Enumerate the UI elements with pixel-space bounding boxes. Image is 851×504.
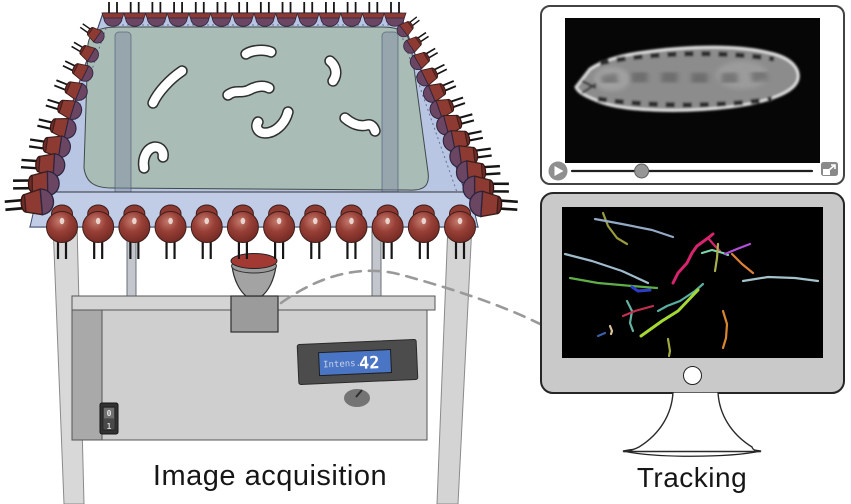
led-bulb [444,204,476,259]
fullscreen-button[interactable] [821,162,838,176]
led-bulb [318,2,342,27]
inner-rod-right [381,31,399,201]
caption-tracking: Tracking [636,462,748,493]
tracking-monitor [540,192,845,394]
led-bulb [20,152,66,178]
larvae-group [137,44,381,174]
camera-lens [230,253,278,269]
larva-track [625,299,635,333]
led-bulb [79,23,105,44]
led-array-left [4,23,105,216]
fullscreen-icon [823,169,830,175]
led-bulb [154,204,187,259]
lcd-label: Intens. [323,359,361,371]
led-bulb [101,2,125,27]
larva-track [568,276,659,290]
led-bulb [71,41,99,63]
control-box-side [71,309,103,441]
larva-track [601,211,629,246]
monitor-stand [622,392,762,457]
led-bulb [118,204,151,259]
larva-track [713,242,720,273]
led-bulb [37,117,77,140]
led-bulb [416,63,448,87]
led-bulb [45,98,83,120]
platform [29,12,479,228]
scrubber-handle[interactable] [634,163,650,179]
led-bulb [28,135,71,159]
acquisition-rig-illustration: 0 1 Intens. 42 [4,2,540,504]
led-bulb [436,113,475,136]
power-switch[interactable]: 0 1 [99,402,119,435]
led-bulb [166,2,190,27]
led-bulb [299,204,332,259]
play-icon [554,166,564,176]
led-bulb [46,204,78,259]
led-bulb [403,31,429,54]
larva-track [639,288,700,338]
led-bulb [296,2,320,27]
lcd-value: 42 [359,353,380,374]
agar-plate [83,26,429,191]
larva-track [621,304,655,318]
lcd-screen [318,349,393,377]
led-array-front [46,204,476,259]
led-bulb [144,2,168,27]
monitor-power-button[interactable] [683,366,702,385]
larva-track [741,275,820,283]
tracking-screen [562,207,823,358]
led-bulb [53,79,88,101]
led-bulb [361,2,385,27]
led-bulb [82,204,115,259]
larva-track [723,242,752,256]
larva-track [563,252,650,285]
led-array-right [396,16,518,218]
led-bulb [190,204,223,259]
play-button[interactable] [548,161,568,181]
larva-track [608,324,614,336]
led-bulb [226,204,259,259]
switch-on-label: 1 [107,422,112,431]
led-bulb [253,2,277,27]
led-bulb [371,204,404,259]
larva-track [596,331,607,338]
larva-video-still [574,45,800,112]
led-bulb [274,2,299,27]
larva-track [721,309,729,350]
led-bulb [340,2,364,27]
larva-track [730,252,755,275]
led-bulb [383,2,407,27]
led-bulb [4,188,55,216]
led-bulb [263,204,296,259]
inner-rod-left [114,31,132,201]
led-bulb [396,16,420,38]
table-leg-right [436,223,473,504]
larva-track [671,232,715,285]
caption-image-acquisition: Image acquisition [152,460,388,492]
led-bulb [442,129,484,152]
intensity-knob[interactable] [344,389,370,407]
led-bulb [209,2,234,27]
led-bulb [429,96,466,120]
led-array-back [101,2,407,27]
led-bulb [188,2,212,27]
intensity-display: Intens. 42 [296,338,419,385]
larva-track [630,285,652,293]
switch-off-label: 0 [107,409,112,418]
led-bulb [407,204,440,259]
led-bulb [469,190,518,218]
larva-track [593,217,675,239]
led-bulb [123,2,147,27]
larva-track [666,337,672,358]
led-bulb [335,204,368,259]
camera-to-monitor-link [279,269,540,326]
video-player [540,5,845,185]
camera [230,253,279,333]
led-bulb [231,2,255,27]
led-bulb [409,47,439,71]
